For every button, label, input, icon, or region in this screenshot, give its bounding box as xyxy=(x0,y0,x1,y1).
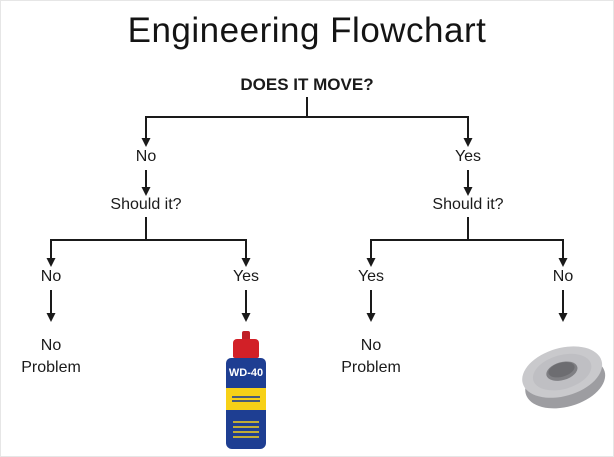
wd40-nozzle xyxy=(242,331,250,339)
answer-far-right-no: No xyxy=(552,268,574,285)
wd40-cap xyxy=(233,339,259,358)
answer-left-no: No xyxy=(135,148,157,165)
wd40-label-band xyxy=(226,388,266,410)
answer-mid-left-yes: Yes xyxy=(232,268,260,285)
question-right-should-it: Should it? xyxy=(432,196,504,213)
wd40-fine-print xyxy=(226,410,266,449)
answer-right-yes: Yes xyxy=(454,148,482,165)
duct-tape-icon xyxy=(522,346,606,409)
wd40-brand-label: WD-40 xyxy=(228,367,264,379)
root-question: DOES IT MOVE? xyxy=(240,75,374,94)
answer-far-left-no: No xyxy=(40,268,62,285)
page-title: Engineering Flowchart xyxy=(127,11,487,50)
wd40-body: WD-40 xyxy=(226,358,266,449)
wd40-can-icon: WD-40 xyxy=(224,331,268,449)
outcome-no-problem-left: No Problem xyxy=(21,337,81,377)
question-left-should-it: Should it? xyxy=(110,196,182,213)
answer-mid-right-yes: Yes xyxy=(357,268,385,285)
outcome-no-problem-right: No Problem xyxy=(341,337,401,377)
